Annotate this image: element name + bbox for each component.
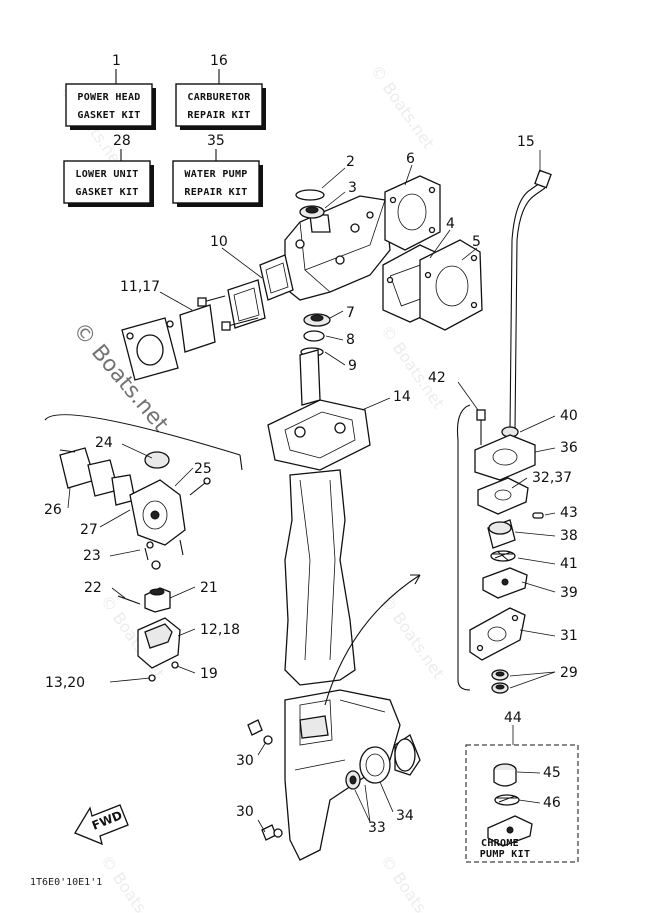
- callout-42: 42: [428, 370, 446, 386]
- callout-numbers: 2 3 6 4 5 10 11,17 7 8 9 14 15 42 40 36 …: [44, 134, 578, 836]
- kit-line2: REPAIR KIT: [184, 187, 247, 198]
- callout-36: 36: [560, 440, 578, 456]
- callout-13-20: 13,20: [45, 675, 85, 691]
- drive-shaft-housing[interactable]: [247, 349, 421, 861]
- callout-8: 8: [346, 332, 355, 348]
- callout-40: 40: [560, 408, 578, 424]
- callout-23: 23: [83, 548, 101, 564]
- callout-2: 2: [346, 154, 355, 170]
- callout-38: 38: [560, 528, 578, 544]
- kit-box-1[interactable]: 1 POWER HEAD GASKET KIT: [65, 53, 156, 130]
- callout-43: 43: [560, 505, 578, 521]
- chrome-pump-kit[interactable]: CHROME PUMP KIT: [465, 744, 579, 863]
- callout-44: 44: [504, 710, 522, 726]
- callout-14: 14: [393, 389, 411, 405]
- fwd-arrow: FWD: [74, 804, 129, 846]
- kit-line2: REPAIR KIT: [187, 110, 250, 121]
- callout-39: 39: [560, 585, 578, 601]
- kit-line1: CARBURETOR: [187, 92, 251, 103]
- callout-25: 25: [194, 461, 212, 477]
- callout-9: 9: [348, 358, 357, 374]
- water-tube[interactable]: [509, 169, 552, 431]
- callout-15: 15: [517, 134, 535, 150]
- watermark-text: © Boats.net: [377, 851, 449, 913]
- callout-22: 22: [84, 580, 102, 596]
- kit-line1: POWER HEAD: [77, 92, 140, 103]
- power-head-assembly[interactable]: [121, 175, 483, 381]
- callout-26: 26: [44, 502, 62, 518]
- kit-line2: GASKET KIT: [75, 187, 138, 198]
- callout-45: 45: [543, 765, 561, 781]
- kit-line1: LOWER UNIT: [75, 169, 138, 180]
- callout-19: 19: [200, 666, 218, 682]
- callout-30-upper: 30: [236, 753, 254, 769]
- kit-box-35[interactable]: 35 WATER PUMP REPAIR KIT: [172, 133, 263, 207]
- carburetor-assembly[interactable]: [44, 414, 243, 682]
- callout-12-18: 12,18: [200, 622, 240, 638]
- watermark-text: © Boats.net: [97, 851, 169, 913]
- water-pump-assembly[interactable]: [456, 404, 544, 694]
- callout-33: 33: [368, 820, 386, 836]
- watermark-text: © Boats.net: [377, 321, 449, 412]
- callout-30-lower: 30: [236, 804, 254, 820]
- callout-27: 27: [80, 522, 98, 538]
- callout-7: 7: [346, 305, 355, 321]
- callout-6: 6: [406, 151, 415, 167]
- watermark-text: © Boats.net: [367, 61, 439, 152]
- kit-line1: WATER PUMP: [184, 169, 247, 180]
- kit-box-28[interactable]: 28 LOWER UNIT GASKET KIT: [63, 133, 154, 207]
- watermark-text: © Boats.net: [377, 591, 449, 682]
- kit-number: 35: [207, 133, 225, 149]
- diagram-code: 1T6E0'10E1'1: [30, 877, 102, 888]
- callout-34: 34: [396, 808, 414, 824]
- callout-46: 46: [543, 795, 561, 811]
- chrome-kit-line2: PUMP KIT: [480, 849, 531, 860]
- callout-21: 21: [200, 580, 218, 596]
- chrome-kit-line1: CHROME: [481, 838, 519, 849]
- callout-31: 31: [560, 628, 578, 644]
- callout-5: 5: [472, 234, 481, 250]
- callout-3: 3: [348, 180, 357, 196]
- kit-box-16[interactable]: 16 CARBURETOR REPAIR KIT: [175, 53, 266, 130]
- kit-number: 28: [113, 133, 131, 149]
- kit-number: 1: [112, 53, 121, 69]
- callout-29: 29: [560, 665, 578, 681]
- callout-32-37: 32,37: [532, 470, 572, 486]
- callout-11-17: 11,17: [120, 279, 160, 295]
- callout-24: 24: [95, 435, 113, 451]
- callout-4: 4: [446, 216, 455, 232]
- callout-10: 10: [210, 234, 228, 250]
- callout-41: 41: [560, 556, 578, 572]
- kit-line2: GASKET KIT: [77, 110, 140, 121]
- callout-leaders: [67, 150, 556, 833]
- kit-number: 16: [210, 53, 228, 69]
